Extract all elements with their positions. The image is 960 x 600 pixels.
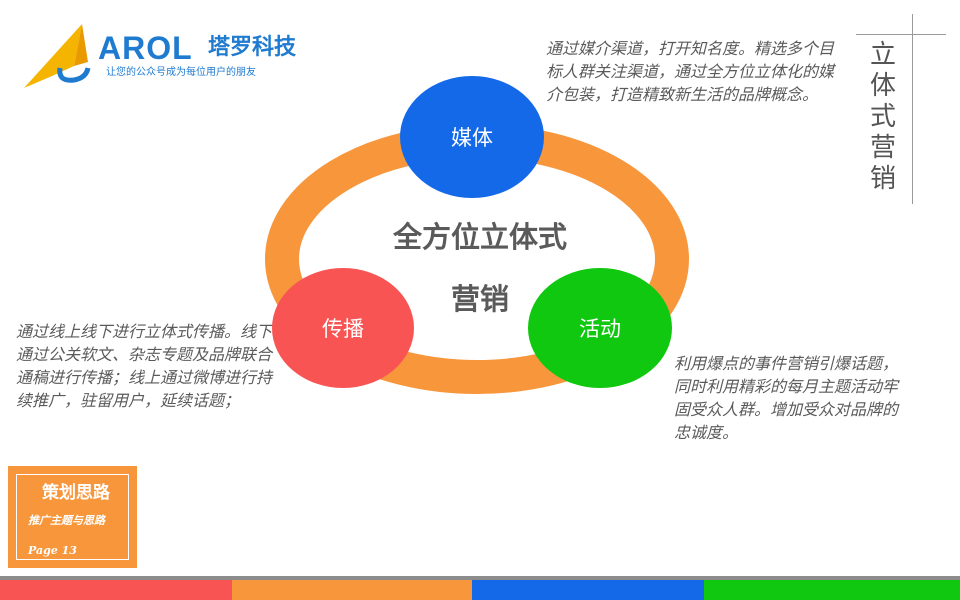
company-logo: AROL 塔罗科技 让您的公众号成为每位用户的朋友 — [22, 22, 302, 94]
logo-company-name: 塔罗科技 — [208, 35, 297, 60]
footer-stripe-orange — [232, 580, 472, 600]
node-media[interactable]: 媒体 — [400, 76, 544, 198]
section-badge: 策划思路 推广主题与思路 Page 13 — [8, 466, 137, 568]
side-title: 立体式营销 — [869, 40, 896, 194]
node-event-label: 活动 — [579, 317, 621, 341]
center-title-line1: 全方位立体式 — [392, 220, 567, 254]
media-description: 通过媒介渠道，打开知名度。精选多个目标人群关注渠道，通过全方位立体化的媒介包装，… — [546, 39, 835, 104]
center-title: 全方位立体式 营销 — [360, 206, 600, 330]
footer-stripe-red — [0, 580, 232, 600]
node-event[interactable]: 活动 — [528, 268, 672, 388]
center-title-line2: 营销 — [450, 282, 509, 316]
title-frame-top — [856, 34, 946, 35]
event-description: 利用爆点的事件营销引爆话题，同时利用精彩的每月主题活动牢固受众人群。增加受众对品… — [674, 354, 899, 442]
footer-stripe-green — [704, 580, 960, 600]
node-spread[interactable]: 传播 — [272, 268, 414, 388]
page-number: Page 13 — [28, 544, 77, 557]
footer-stripe-blue — [472, 580, 704, 600]
node-spread-label: 传播 — [322, 317, 364, 341]
badge-title: 策划思路 — [42, 483, 110, 503]
logo-wordmark: AROL — [98, 30, 193, 66]
logo-slogan: 让您的公众号成为每位用户的朋友 — [106, 67, 256, 78]
node-media-label: 媒体 — [451, 126, 493, 150]
logo-mark-icon — [24, 24, 91, 88]
badge-subtitle: 推广主题与思路 — [28, 514, 105, 527]
badge-frame — [16, 474, 129, 560]
title-frame-left — [912, 14, 913, 204]
spread-description: 通过线上线下进行立体式传播。线下通过公关软文、杂志专题及品牌联合通稿进行传播；线… — [16, 322, 273, 410]
footer-divider — [0, 576, 960, 580]
